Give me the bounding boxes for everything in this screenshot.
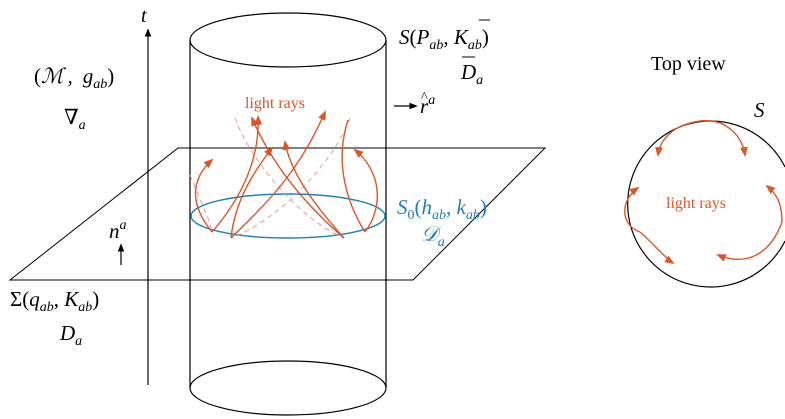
calD-label: 𝒟a (421, 222, 445, 250)
S-boundary-label: S(Pab, Kab) (399, 25, 489, 53)
top-view-circle (627, 120, 785, 288)
cylinder-S (189, 12, 387, 416)
S0-circle (190, 193, 386, 239)
top-view-title: Top view (651, 53, 726, 75)
top-view: Top view S light rays (624, 53, 785, 288)
nabla-label: ∇a (64, 105, 86, 133)
S0-label: S0(hab, kab) (397, 195, 487, 223)
light-rays-main (194, 110, 378, 239)
D-label: Da (59, 321, 82, 349)
n-label: na (109, 218, 127, 243)
Dbar-label: Da (460, 60, 483, 88)
sigma-label: Σ(qab, Kab) (10, 287, 99, 315)
sigma-hypersurface (8, 147, 547, 281)
top-view-light-rays-label: light rays (666, 195, 726, 212)
dashed-ray-paths (189, 117, 351, 239)
t-axis-label: t (141, 5, 147, 27)
light-rays-top (624, 120, 783, 265)
light-rays-label: light rays (245, 95, 305, 112)
r-hat-caret: ^ (421, 90, 428, 105)
manifold-label: (ℳ,gab) (34, 64, 114, 92)
r-hat-label: ra (420, 93, 435, 118)
top-view-S-label: S (754, 98, 765, 122)
